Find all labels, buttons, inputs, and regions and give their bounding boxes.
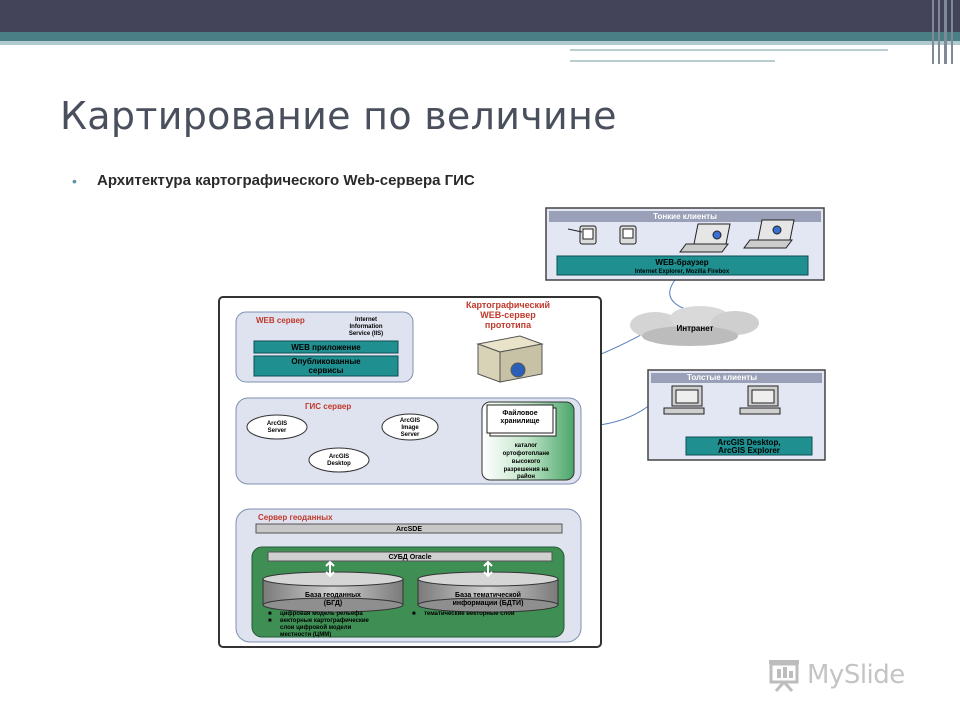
- iis-line2: Information: [350, 324, 383, 330]
- prototype-line2: WEB-сервер: [480, 310, 536, 320]
- published-line1: Опубликованные: [291, 357, 361, 366]
- slide-subtitle: Архитектура картографического Web-сервер…: [97, 172, 475, 189]
- intranet-label: Интранет: [677, 324, 714, 333]
- handheld-icon: [619, 225, 637, 245]
- arcsde-label: ArcSDE: [396, 526, 422, 533]
- laptop-icon: [679, 223, 731, 253]
- prototype-block: Картографический WEB-сервер прототипа: [466, 300, 550, 383]
- file-store-2: хранилище: [500, 418, 539, 425]
- image-server-3: Server: [401, 432, 420, 438]
- bullet-icon: ■: [268, 618, 272, 624]
- browser-sub: Internet Explorer, Mozilla Firebox: [635, 269, 730, 275]
- decorative-bar: [932, 0, 934, 64]
- server-icon: [476, 335, 544, 383]
- db2-line1: База тематической: [455, 591, 521, 599]
- prototype-line1: Картографический: [466, 300, 550, 310]
- db1-line1: База геоданных: [305, 592, 361, 599]
- db1-item: векторные картографические: [280, 617, 370, 624]
- decorative-line: [570, 60, 775, 62]
- gis-server-block: ГИС сервер ArcGIS Server ArcGIS Image Se…: [235, 397, 582, 485]
- myslide-logo: MySlide: [765, 658, 905, 692]
- catalog-5: район: [517, 473, 535, 480]
- web-server-block: WEB сервер Internet Information Service …: [235, 311, 414, 383]
- thick-clients-title: Толстые клиенты: [687, 373, 757, 382]
- bullet-icon: ■: [412, 611, 416, 617]
- database-icon: [417, 560, 559, 613]
- thick-apps-line1: ArcGIS Desktop,: [717, 438, 780, 447]
- thick-clients-panel: Толстые клиенты ArcGIS Desktop, ArcGIS E…: [647, 369, 826, 461]
- db1-item: местности (ЦММ): [280, 632, 331, 638]
- logo-text: MySlide: [807, 660, 905, 690]
- gis-server-title: ГИС сервер: [305, 402, 351, 411]
- db1-item: цифровая модель рельефа: [280, 610, 363, 617]
- db1-line2: (БГД): [324, 600, 342, 607]
- slide-title: Картирование по величине: [60, 94, 617, 138]
- thin-clients-title: Тонкие клиенты: [653, 212, 717, 221]
- desktop-icon: [663, 385, 705, 415]
- decorative-line: [570, 49, 888, 51]
- browser-label: WEB-браузер: [655, 258, 708, 267]
- catalog-1: каталог: [515, 443, 538, 449]
- desktop-1: ArcGIS: [329, 454, 349, 460]
- web-server-title: WEB сервер: [256, 316, 305, 325]
- db1-item: слои цифровой модели: [280, 624, 352, 631]
- catalog-3: высокого: [512, 459, 541, 465]
- iis-line1: Internet: [355, 317, 377, 323]
- web-app-label: WEB приложение: [291, 343, 361, 352]
- desktop-2: Desktop: [327, 461, 351, 467]
- bullet-icon: ■: [268, 611, 272, 617]
- decorative-bar: [938, 0, 940, 64]
- db2-item: тематические векторные слои: [424, 611, 515, 617]
- catalog-2: ортофотоплане: [503, 450, 550, 457]
- iis-line3: Service (IIS): [349, 331, 383, 337]
- presentation-icon: [769, 660, 799, 692]
- prototype-line3: прототипа: [485, 320, 532, 330]
- file-store-1: Файловое: [502, 409, 537, 417]
- desktop-icon: [739, 385, 781, 415]
- pda-icon: [567, 225, 597, 245]
- laptop-icon: [743, 219, 795, 249]
- decorative-bar: [951, 0, 953, 64]
- geodata-server-block: Сервер геоданных ArcSDE СУБД Oracle База…: [235, 508, 582, 643]
- header-stripe: [0, 32, 960, 41]
- thick-apps-line2: ArcGIS Explorer: [718, 446, 780, 455]
- catalog-4: разрешения на: [504, 467, 550, 473]
- decorative-bar: [944, 0, 947, 64]
- image-server-1: ArcGIS: [400, 418, 420, 424]
- dbms-label: СУБД Oracle: [388, 554, 431, 561]
- db2-line2: информации (БДТИ): [453, 600, 524, 607]
- published-line2: сервисы: [309, 366, 344, 375]
- arcgis-server-2: Server: [268, 428, 287, 434]
- geodata-server-title: Сервер геоданных: [258, 513, 333, 522]
- bullet-icon: •: [72, 173, 77, 189]
- database-icon: [262, 560, 404, 613]
- intranet-cloud: Интранет: [630, 306, 759, 346]
- header-stripe-light: [0, 41, 960, 45]
- image-server-2: Image: [401, 425, 419, 431]
- arcgis-server-1: ArcGIS: [267, 421, 287, 427]
- header-bar: [0, 0, 960, 32]
- thin-clients-panel: Тонкие клиенты WEB-браузер Internet Expl…: [545, 207, 825, 281]
